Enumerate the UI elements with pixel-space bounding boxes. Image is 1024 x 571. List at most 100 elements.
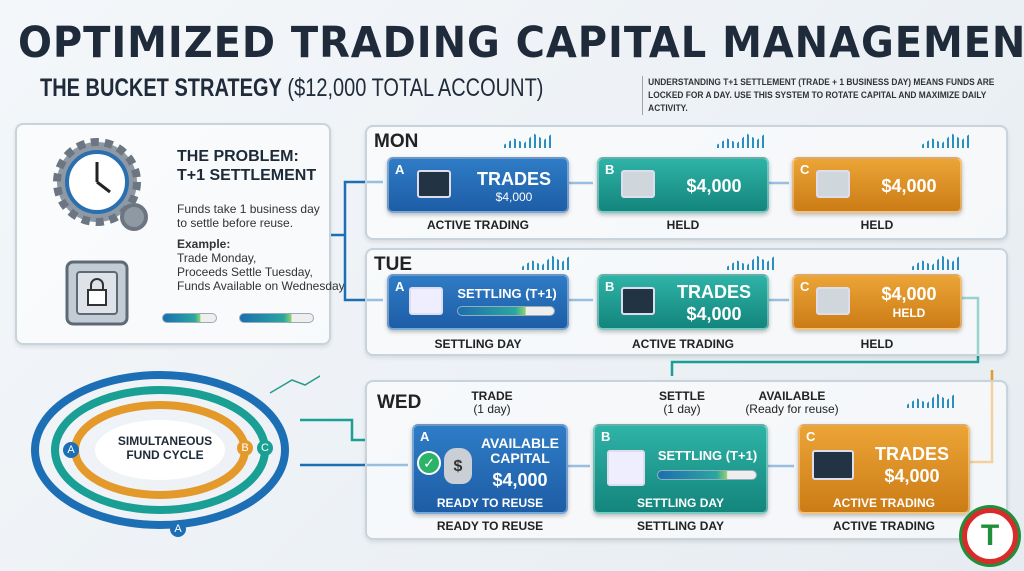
- safe-icon: [816, 287, 850, 315]
- monitor-chart-icon: [812, 450, 854, 480]
- card-title-1: AVAILABLE: [480, 435, 560, 451]
- calendar-icon: [607, 450, 645, 486]
- problem-panel: THE PROBLEM:T+1 SETTLEMENT Funds take 1 …: [15, 123, 345, 345]
- page-title: OPTIMIZED TRADING CAPITAL MANAGEMENT: [18, 18, 1024, 68]
- card-amount: $4,000: [492, 470, 548, 490]
- card-letter: C: [806, 429, 816, 444]
- header-sub: (Ready for reuse): [745, 402, 839, 416]
- logo-letter: T: [980, 519, 1000, 552]
- problem-description: Funds take 1 business day to settle befo…: [177, 202, 320, 230]
- card-amount: $4,000: [686, 176, 742, 196]
- card-amount: $4,000: [495, 190, 533, 204]
- card-sub: SETTLING DAY: [637, 496, 724, 510]
- card-amount: $4,000: [686, 304, 742, 324]
- card-caption: SETTLING DAY: [637, 519, 724, 533]
- problem-heading-2: T+1 SETTLEMENT: [177, 167, 317, 184]
- card-sub: READY TO REUSE: [436, 496, 544, 510]
- example-label: Example:: [177, 237, 231, 251]
- card-sub: HELD: [892, 306, 926, 320]
- safe-icon: [621, 170, 655, 198]
- settling-progress-bar: [457, 306, 555, 316]
- card-letter: A: [420, 429, 430, 444]
- card-a: A TRADES $4,000: [387, 157, 569, 213]
- problem-heading: THE PROBLEM:T+1 SETTLEMENT: [177, 147, 316, 185]
- card-c: C $4,000 HELD: [792, 274, 962, 330]
- day-panel-mon: MON A TRADES $4,000 ACTIVE TRADING B $4,…: [365, 125, 1008, 240]
- chart-icon: [717, 132, 767, 148]
- header-trade: TRADE(1 day): [447, 390, 537, 416]
- card-letter: B: [601, 429, 611, 444]
- card-letter: C: [800, 162, 810, 177]
- card-b: B TRADES $4,000: [597, 274, 769, 330]
- card-caption: ACTIVE TRADING: [632, 337, 734, 351]
- money-bag-icon: $: [444, 448, 472, 484]
- header-title: SETTLE: [658, 389, 705, 403]
- card-b: B SETTLING (T+1) SETTLING DAY: [593, 424, 768, 514]
- example-line: Funds Available on Wednesday: [177, 279, 345, 293]
- card-b: B $4,000: [597, 157, 769, 213]
- day-label: MON: [374, 131, 419, 152]
- progress-bar-full: [162, 313, 217, 323]
- card-title: SETTLING (T+1): [657, 448, 758, 463]
- card-amount: $4,000: [881, 176, 937, 196]
- settling-progress-bar: [657, 470, 757, 480]
- safe-lock-icon: [65, 260, 129, 326]
- header-sub: (1 day): [473, 402, 511, 416]
- card-caption: HELD: [666, 218, 700, 232]
- card-letter: B: [605, 162, 615, 177]
- header-available: AVAILABLE(Ready for reuse): [732, 390, 852, 416]
- day-label: TUE: [374, 254, 412, 275]
- card-title: TRADES: [476, 169, 551, 189]
- day-panel-wed: WED TRADE(1 day) SETTLE(1 day) AVAILABLE…: [365, 380, 1008, 540]
- card-caption: ACTIVE TRADING: [427, 218, 529, 232]
- card-amount: $4,000: [884, 466, 940, 486]
- day-panel-tue: TUE A SETTLING (T+1) SETTLING DAY B TRAD…: [365, 248, 1008, 356]
- brand-logo: T: [962, 508, 1018, 564]
- intro-note: UNDERSTANDING T+1 SETTLEMENT (TRADE + 1 …: [642, 76, 1012, 115]
- card-c: C $4,000: [792, 157, 962, 213]
- cycle-label-2: FUND CYCLE: [126, 448, 204, 462]
- monitor-chart-icon: [621, 287, 655, 315]
- card-title: TRADES: [874, 444, 949, 464]
- card-letter: A: [395, 162, 405, 177]
- card-title-2: CAPITAL: [490, 450, 550, 466]
- card-caption: SETTLING DAY: [434, 337, 522, 351]
- chart-icon: [907, 392, 957, 408]
- header-sub: (1 day): [663, 402, 701, 416]
- safe-icon: [816, 170, 850, 198]
- card-caption: HELD: [860, 218, 894, 232]
- chart-icon: [727, 254, 777, 270]
- card-caption: READY TO REUSE: [436, 519, 544, 533]
- problem-text: Funds take 1 business day to settle befo…: [177, 202, 345, 293]
- subtitle-bold: THE BUCKET STRATEGY: [40, 74, 282, 102]
- cycle-letter-a: A: [63, 442, 79, 458]
- card-caption: ACTIVE TRADING: [833, 519, 935, 533]
- cycle-letter-a-bottom: A: [170, 521, 186, 537]
- chart-icon: [912, 254, 962, 270]
- header-title: AVAILABLE: [758, 389, 826, 403]
- clock-gear-icon: [53, 138, 148, 231]
- progress-bar-partial: [239, 313, 314, 323]
- card-title: TRADES: [676, 282, 751, 302]
- day-label: WED: [377, 392, 422, 413]
- chart-icon: [504, 132, 554, 148]
- card-letter: A: [395, 279, 405, 294]
- cycle-letter-b: B: [237, 440, 253, 456]
- header-title: TRADE: [471, 389, 513, 403]
- card-sub: ACTIVE TRADING: [833, 496, 935, 510]
- chart-icon: [922, 132, 972, 148]
- header-settle: SETTLE(1 day): [637, 390, 727, 416]
- cycle-label-1: SIMULTANEOUS: [117, 434, 213, 448]
- monitor-chart-icon: [417, 170, 451, 198]
- card-letter: B: [605, 279, 615, 294]
- chart-icon: [522, 254, 572, 270]
- card-c: C TRADES $4,000 ACTIVE TRADING: [798, 424, 970, 514]
- calendar-icon: [409, 287, 443, 315]
- card-a: A SETTLING (T+1): [387, 274, 569, 330]
- card-amount: $4,000: [881, 284, 937, 304]
- subtitle: THE BUCKET STRATEGY ($12,000 TOTAL ACCOU…: [40, 74, 543, 103]
- subtitle-rest: ($12,000 TOTAL ACCOUNT): [287, 74, 544, 102]
- card-title: SETTLING (T+1): [457, 286, 557, 301]
